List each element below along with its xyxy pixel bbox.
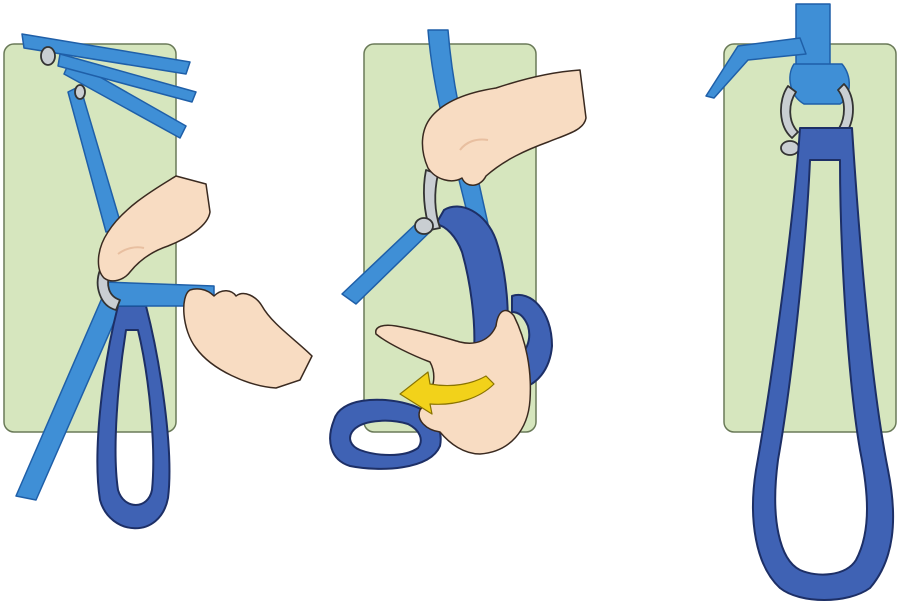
step-1-panel — [4, 34, 312, 528]
step-1-right-hand — [184, 289, 312, 388]
step-2-panel — [330, 30, 586, 469]
step-3-knot — [790, 64, 849, 104]
step-3-top-strap — [796, 4, 830, 68]
step-3-panel — [706, 4, 896, 600]
